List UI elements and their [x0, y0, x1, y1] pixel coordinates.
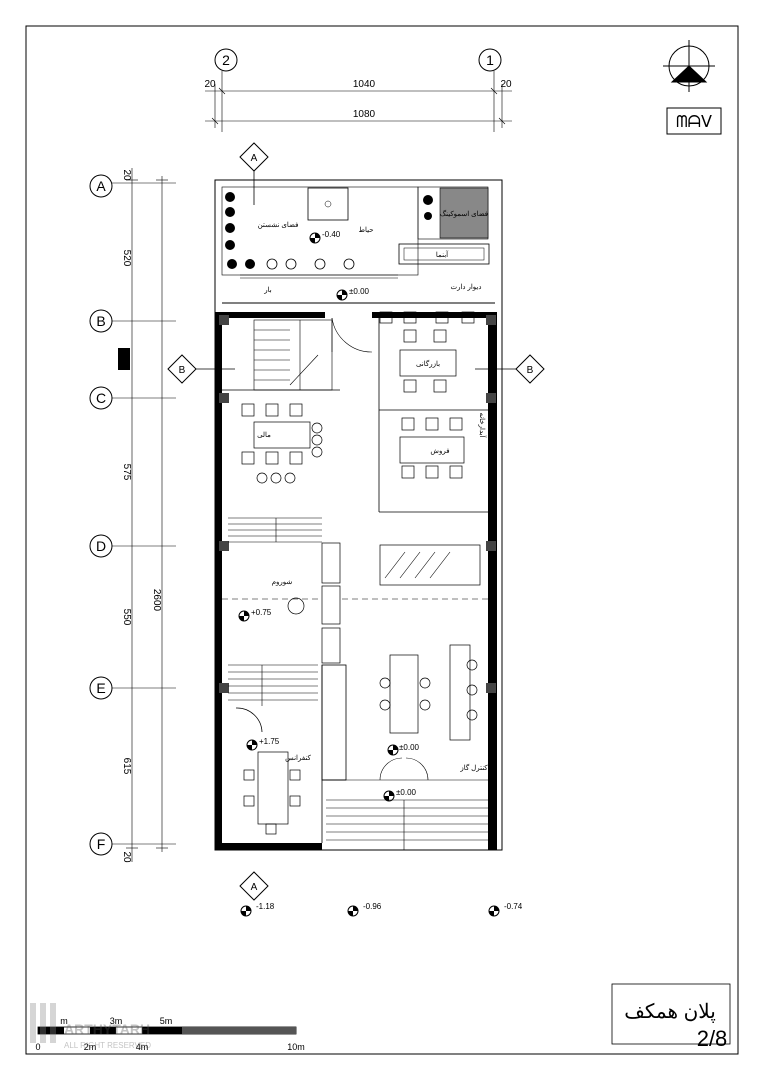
level-conference: +1.75: [259, 737, 280, 746]
level-markers: [238, 232, 500, 917]
axis-marker-block: [118, 348, 130, 370]
axis-label-C: C: [96, 390, 106, 406]
smoking-zone-hatch: [439, 187, 489, 239]
partitions: [222, 318, 488, 513]
vertical-axis-1: 1: [478, 48, 502, 132]
axis-label-E: E: [96, 680, 105, 696]
svg-text:B: B: [527, 365, 534, 376]
stair-west-lower: [228, 664, 318, 706]
room-conference: کنفرانس: [285, 754, 311, 762]
scale-label-bottom-1: 0: [35, 1042, 40, 1052]
watermark-sub: ALL RIGHT RESERVED: [64, 1041, 151, 1050]
dim-left-ef: 615: [121, 758, 132, 775]
stair-west-upper: [228, 517, 322, 543]
room-smoking: فضای اسموکینگ: [440, 209, 488, 218]
level-street: ±0.00: [396, 788, 417, 797]
dim-left-bottom: 20: [121, 851, 132, 863]
axis-label-A: A: [96, 178, 106, 194]
axis-F: F: [89, 832, 176, 856]
sheet-title: پلان همکف: [624, 1001, 716, 1023]
axis-label-1: 1: [486, 52, 494, 68]
section-mark-b-left: B: [167, 354, 235, 384]
scale-label-top-3: 5m: [160, 1016, 173, 1026]
room-finance: مالی: [257, 431, 271, 439]
axis-B: B: [89, 309, 176, 333]
level-entry: ±0.00: [349, 287, 370, 296]
dim-top-right-margin: 20: [500, 79, 512, 90]
dim-top-left-margin: 20: [204, 79, 216, 90]
dining-stools: [256, 422, 478, 721]
room-planter: آبنما: [436, 249, 449, 259]
room-showroom: شوروم: [272, 579, 293, 586]
scale-label-bottom-2: 2m: [84, 1042, 97, 1052]
room-sales: فروش: [430, 448, 449, 455]
plant-icons: [225, 192, 433, 269]
title-block-frame: [611, 983, 731, 1045]
building-outline: [214, 179, 503, 851]
level-ext1: -1.18: [256, 902, 275, 911]
dim-top-span: 1040: [353, 79, 376, 90]
scale-label-top-1: m: [60, 1016, 68, 1026]
room-storage: آبدارخانه: [478, 412, 488, 438]
sw-rooms: [235, 664, 347, 843]
section-mark-a-bottom: A: [239, 871, 269, 901]
sheet-border: [25, 25, 739, 1055]
stair-north: [253, 319, 333, 391]
watermark-logo: ARTHYTARH ALL RIGHT RESERVED: [30, 1003, 151, 1050]
section-mark-b-right: B: [475, 354, 545, 384]
dim-left-cd: 575: [121, 464, 132, 481]
svg-text:A: A: [251, 882, 258, 893]
dim-left-de: 550: [121, 609, 132, 626]
scale-bar: [37, 1026, 297, 1035]
office-furniture: [253, 349, 481, 825]
entry-door-swing: [331, 317, 373, 353]
level-ext3: -0.74: [504, 902, 523, 911]
axis-label-F: F: [97, 836, 106, 852]
room-hedge: دیوار دارت: [451, 283, 482, 291]
top-dimension-lines: [205, 84, 512, 128]
vertical-axis-2: 2: [214, 48, 238, 132]
entrance-door: [379, 757, 429, 781]
room-seating: فضای نشستن: [258, 221, 299, 229]
svg-text:ᗰᗩᐯ: ᗰᗩᐯ: [676, 112, 712, 131]
sheet-number: 2/8: [697, 1026, 728, 1051]
axis-label-D: D: [96, 538, 106, 554]
axis-E: E: [89, 676, 176, 700]
north-arrow-icon: ᗰᗩᐯ: [663, 40, 722, 135]
dim-top-total: 1080: [353, 109, 376, 120]
axis-label-B: B: [96, 313, 105, 329]
courtyard-zone: [221, 186, 490, 279]
display-shelf-hatch: [384, 551, 451, 579]
chair-icons: [241, 311, 475, 835]
stair-entrance: [326, 779, 488, 850]
room-guard: کنترل گاز: [459, 763, 488, 772]
section-mark-a-top: A: [239, 142, 269, 205]
scale-label-bottom-4: 10m: [287, 1042, 305, 1052]
svg-text:A: A: [251, 153, 258, 164]
room-bar: بار: [263, 286, 272, 294]
room-courtyard: حیاط: [358, 226, 373, 234]
svg-text:B: B: [179, 365, 186, 376]
level-courtyard: -0.40: [322, 230, 341, 239]
dim-left-ab: 520: [121, 250, 132, 267]
left-dimension-lines: [126, 168, 168, 862]
level-showroom: +0.75: [251, 608, 272, 617]
scale-label-bottom-3: 4m: [136, 1042, 149, 1052]
scale-label-top-2: 3m: [110, 1016, 123, 1026]
stool-icons: [266, 258, 355, 270]
level-ext2: -0.96: [363, 902, 382, 911]
axis-D: D: [89, 534, 176, 558]
axis-A: A: [89, 174, 176, 198]
planter-box: [398, 243, 490, 265]
dim-left-top: 20: [121, 169, 132, 181]
fountain: [307, 187, 349, 221]
room-commercial: بازرگانی: [416, 359, 440, 368]
level-lobby: ±0.00: [399, 743, 420, 752]
axis-label-2: 2: [222, 52, 230, 68]
dim-left-total: 2600: [151, 589, 162, 612]
watermark-brand: ARTHYTARH: [64, 1021, 150, 1037]
axis-C: C: [89, 386, 176, 410]
